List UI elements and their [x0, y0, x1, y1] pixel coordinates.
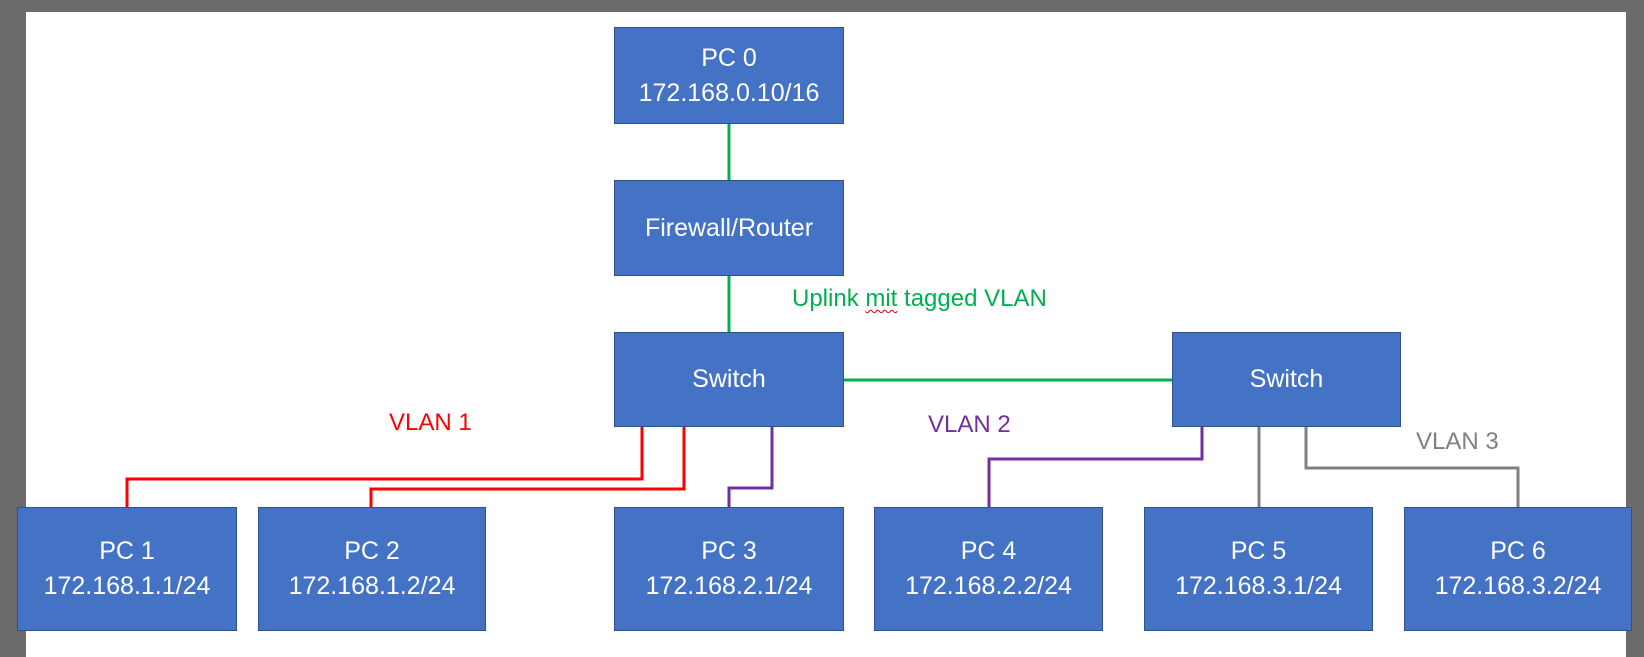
pc3-name: PC 3 [701, 537, 757, 565]
pc3-ip: 172.168.2.1/24 [645, 572, 813, 600]
uplink-label-c: tagged VLAN [897, 285, 1047, 312]
pc5-ip: 172.168.3.1/24 [1175, 572, 1342, 600]
pc2-name: PC 2 [344, 537, 400, 565]
pc3-node: PC 3 172.168.2.1/24 [614, 507, 844, 631]
link-vlan2-pc4 [987, 427, 1204, 507]
pc2-ip: 172.168.1.2/24 [288, 572, 456, 600]
vlan3-label: VLAN 3 [1416, 428, 1499, 455]
vlan2-label: VLAN 2 [928, 411, 1011, 438]
pc1-node: PC 1 172.168.1.1/24 [17, 507, 237, 631]
pc1-ip: 172.168.1.1/24 [43, 572, 211, 600]
pc5-name: PC 5 [1230, 537, 1287, 565]
pc0-name: PC 0 [701, 43, 757, 72]
pc6-node: PC 6 172.168.3.2/24 [1404, 507, 1632, 631]
link-vlan2-pc3 [727, 427, 774, 507]
pc2-node: PC 2 172.168.1.2/24 [258, 507, 486, 631]
pc0-ip: 172.168.0.10/16 [638, 78, 820, 107]
uplink-label-a: Uplink [792, 285, 866, 312]
firewall-router-node: Firewall/Router [614, 180, 844, 276]
pc4-name: PC 4 [960, 537, 1017, 565]
pc0-node: PC 0 172.168.0.10/16 [614, 27, 844, 124]
pc1-name: PC 1 [99, 537, 155, 565]
link-vlan1-pc1 [125, 427, 644, 507]
vlan1-label: VLAN 1 [389, 409, 472, 436]
switch1-name: Switch [692, 365, 766, 393]
switch2-name: Switch [1249, 365, 1324, 393]
pc6-name: PC 6 [1490, 537, 1546, 565]
pc5-node: PC 5 172.168.3.1/24 [1144, 507, 1373, 631]
switch2-node: Switch [1172, 332, 1401, 427]
uplink-label: Uplink mit tagged VLAN [792, 285, 1047, 313]
pc4-ip: 172.168.2.2/24 [905, 572, 1072, 600]
uplink-label-b: mit [865, 285, 898, 312]
link-vlan3-pc6 [1304, 427, 1520, 507]
switch1-node: Switch [614, 332, 844, 427]
link-vlan1-pc2 [369, 427, 686, 507]
pc4-node: PC 4 172.168.2.2/24 [874, 507, 1103, 631]
pc6-ip: 172.168.3.2/24 [1434, 572, 1602, 600]
firewall-router-name: Firewall/Router [644, 213, 814, 242]
